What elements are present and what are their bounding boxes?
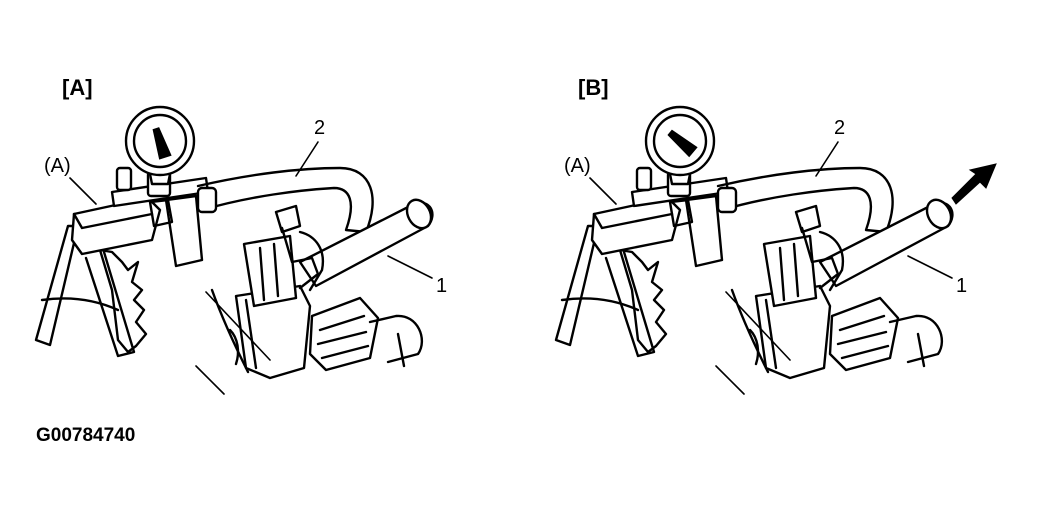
airflow-arrow-icon	[951, 163, 997, 205]
vacuum-pump-assembly-a	[34, 105, 437, 396]
callout-pipe-a: 1	[436, 275, 447, 297]
panel-b: [B] (A) 2 1	[554, 75, 997, 396]
panel-tag-a: [A]	[62, 75, 93, 100]
leader-pipe-b	[907, 255, 953, 279]
panel-tag-b: [B]	[578, 75, 609, 100]
callout-tool-b: (A)	[564, 155, 591, 177]
leader-tool-a	[69, 177, 97, 205]
panel-a: [A] (A) 2 1	[34, 75, 447, 396]
leader-tool-b	[589, 177, 617, 205]
gauge-needle-a	[152, 127, 172, 160]
callout-tool-a: (A)	[44, 155, 71, 177]
gauge-needle-b	[667, 129, 698, 158]
figure-id: G00784740	[36, 425, 135, 446]
callout-pipe-b: 1	[956, 275, 967, 297]
leader-hose-b	[815, 141, 839, 177]
leader-pipe-a	[387, 255, 433, 279]
vacuum-pump-assembly-b	[554, 105, 957, 396]
callout-hose-b: 2	[834, 117, 845, 139]
leader-hose-a	[295, 141, 319, 177]
callout-hose-a: 2	[314, 117, 325, 139]
